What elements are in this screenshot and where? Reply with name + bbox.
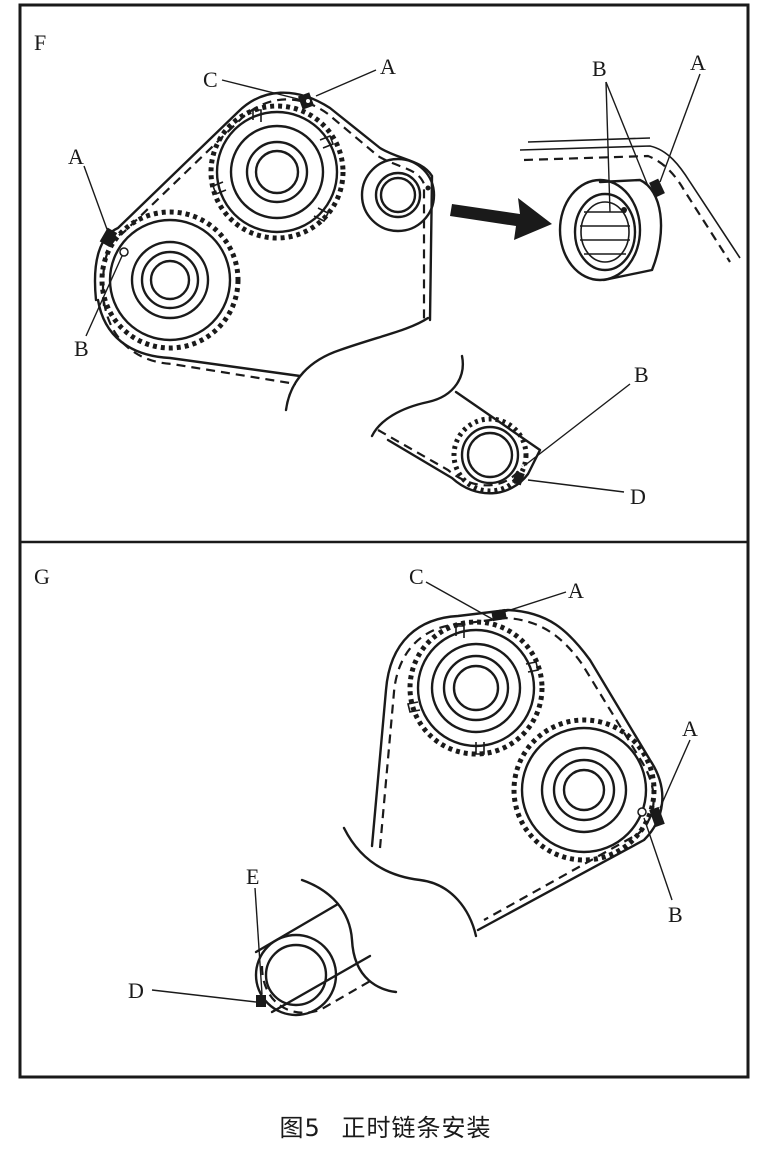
camshaft-sprocket-lower-g xyxy=(511,717,657,863)
camshaft-sprocket-upper-g xyxy=(407,619,545,757)
panel-f: F xyxy=(34,30,741,509)
camshaft-sprocket-upper xyxy=(208,103,346,241)
caption-number: 图5 xyxy=(279,1114,321,1142)
panel-f-label: F xyxy=(34,30,46,55)
label-d-g: D xyxy=(128,978,144,1003)
label-a-zoom: A xyxy=(690,50,706,75)
label-a-g-top: A xyxy=(568,578,584,603)
break-line-lower xyxy=(370,354,464,438)
label-b-g-right: B xyxy=(668,902,683,927)
break-line-upper xyxy=(284,316,430,412)
label-b-zoom: B xyxy=(592,56,607,81)
label-e-g: E xyxy=(246,864,259,889)
label-c-g: C xyxy=(409,564,424,589)
tensioner-pulley xyxy=(360,157,436,233)
label-c-top: C xyxy=(203,67,218,92)
caption-title: 正时链条安装 xyxy=(341,1114,492,1142)
label-a-left: A xyxy=(68,144,84,169)
timing-chain-g xyxy=(370,608,664,932)
label-a-top: A xyxy=(380,54,396,79)
label-a-g-right: A xyxy=(682,716,698,741)
crankshaft-sprocket xyxy=(451,416,529,494)
pulley-detail-zoom xyxy=(519,137,741,282)
break-line-g-upper xyxy=(342,826,478,938)
label-b-left: B xyxy=(74,336,89,361)
figure-caption: 图5 正时链条安装 xyxy=(0,1108,771,1143)
camshaft-sprocket-lower xyxy=(99,209,241,351)
crankshaft-sprocket-g xyxy=(254,933,338,1017)
timing-chain-upper xyxy=(93,91,434,322)
panel-g: G xyxy=(34,564,698,1017)
direction-arrow xyxy=(450,198,552,240)
break-line-g-lower xyxy=(300,878,398,994)
panel-g-label: G xyxy=(34,564,50,589)
label-d-bottom: D xyxy=(630,484,646,509)
label-b-bottom: B xyxy=(634,362,649,387)
